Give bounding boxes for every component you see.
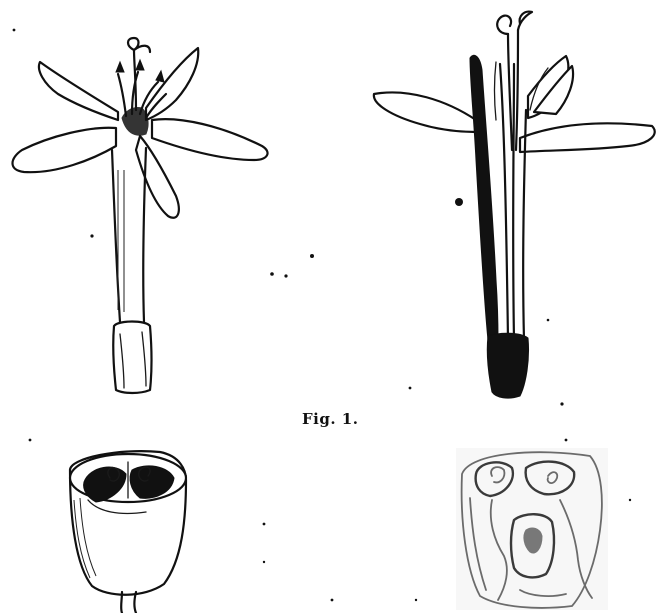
- ovary-section-grey-illustration: [456, 448, 608, 610]
- flower-whole-illustration: [13, 38, 268, 393]
- figure-caption: Fig. 1.: [302, 410, 358, 428]
- flower-section-illustration: [374, 12, 655, 398]
- ovary-cross-section-illustration: [70, 451, 186, 613]
